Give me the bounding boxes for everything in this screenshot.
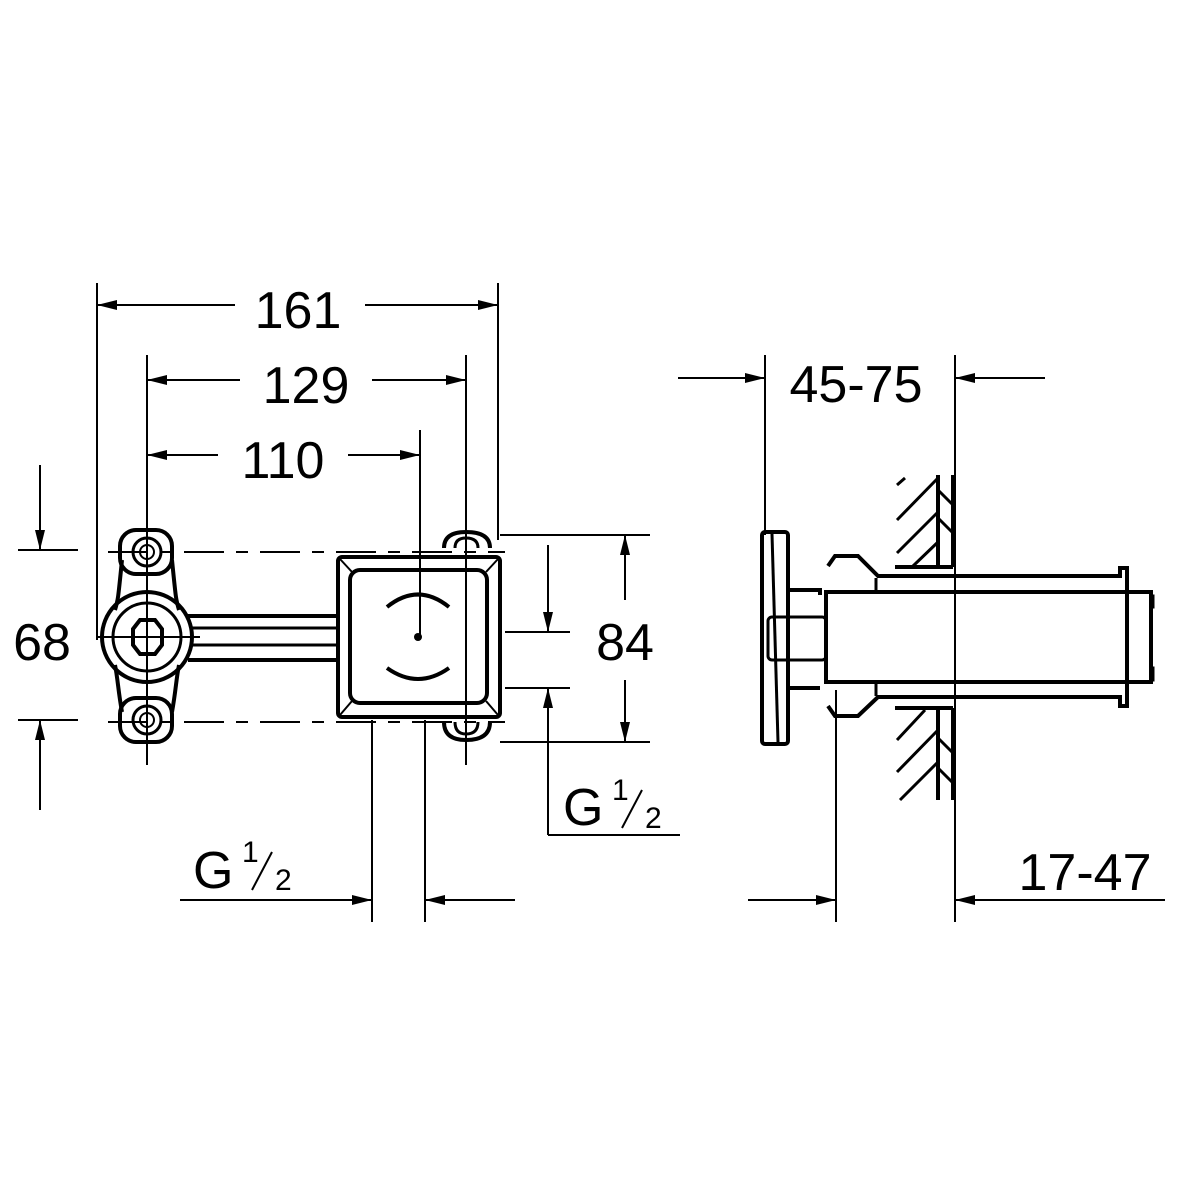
flow-arc-bottom-icon bbox=[385, 666, 451, 681]
dimension-45-75: 45-75 bbox=[678, 356, 1045, 414]
dimension-129: 129 bbox=[147, 357, 466, 415]
thread-label-letter: G bbox=[193, 842, 233, 900]
thread-label-denominator: 2 bbox=[645, 802, 662, 835]
dimension-17-47: 17-47 bbox=[748, 844, 1165, 905]
thread-label-numerator: 1 bbox=[612, 774, 629, 807]
flow-arc-top-icon bbox=[385, 592, 451, 609]
dimension-label-161: 161 bbox=[255, 282, 342, 340]
side-view: 45-75 17-47 bbox=[678, 355, 1165, 922]
dimension-label-17-47: 17-47 bbox=[1019, 844, 1152, 902]
dimension-68: 68 bbox=[13, 465, 78, 810]
dimension-label-68: 68 bbox=[13, 614, 71, 672]
dimension-label-110: 110 bbox=[242, 432, 325, 490]
mounting-bracket bbox=[100, 528, 338, 744]
dimension-84: 84 bbox=[500, 534, 654, 743]
wall-section bbox=[895, 475, 955, 802]
dimension-g-half-right: G 1 2 bbox=[505, 545, 680, 837]
thread-label-numerator: 1 bbox=[242, 836, 259, 869]
thread-label-denominator: 2 bbox=[275, 864, 292, 897]
dimension-g-half-bottom: G 1 2 bbox=[180, 720, 515, 922]
dimension-161: 161 bbox=[97, 282, 498, 340]
valve-box bbox=[336, 529, 502, 743]
front-view: 161 129 110 68 84 bbox=[13, 282, 680, 922]
thread-label-letter: G bbox=[563, 779, 603, 837]
valve-side-profile bbox=[760, 530, 1155, 746]
dimension-110: 110 bbox=[147, 432, 420, 490]
dimension-label-45-75: 45-75 bbox=[790, 356, 923, 414]
dimension-label-84: 84 bbox=[596, 614, 654, 672]
dimension-label-129: 129 bbox=[263, 357, 350, 415]
